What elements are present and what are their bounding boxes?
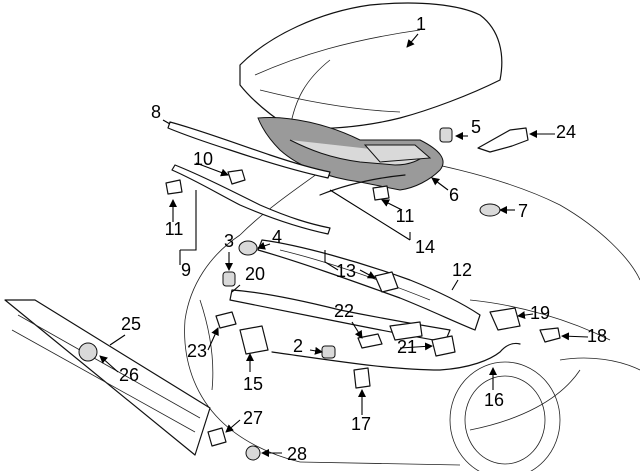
callout-19: 19 bbox=[530, 303, 550, 323]
callout-11a: 11 bbox=[165, 219, 184, 239]
callout-2: 2 bbox=[293, 336, 303, 356]
callout-26: 26 bbox=[119, 365, 139, 385]
callout-20: 20 bbox=[245, 264, 265, 284]
callout-5: 5 bbox=[471, 117, 481, 137]
callout-3: 3 bbox=[224, 231, 234, 251]
prop-rod-part bbox=[319, 174, 406, 196]
callout-25: 25 bbox=[121, 314, 141, 334]
callout-12: 12 bbox=[452, 260, 472, 280]
cowl-panel-part bbox=[257, 239, 481, 331]
callout-27: 27 bbox=[243, 408, 263, 428]
callout-18: 18 bbox=[587, 326, 607, 346]
callout-labels: 1 2 3 4 5 6 7 8 9 10 11 11 12 13 14 15 1… bbox=[119, 14, 607, 464]
callout-1: 1 bbox=[416, 14, 426, 34]
release-cable-part bbox=[271, 342, 521, 371]
callout-23: 23 bbox=[187, 341, 207, 361]
callout-4: 4 bbox=[272, 227, 282, 247]
callout-13: 13 bbox=[336, 261, 356, 281]
seal-strip-part bbox=[167, 121, 331, 179]
callout-15: 15 bbox=[243, 374, 263, 394]
hood-insulator-part bbox=[257, 116, 444, 191]
callout-17: 17 bbox=[351, 414, 371, 434]
hood-part bbox=[239, 2, 503, 130]
callout-28: 28 bbox=[287, 444, 307, 464]
callout-22: 22 bbox=[334, 301, 354, 321]
leader-lines bbox=[99, 33, 589, 457]
callout-24: 24 bbox=[556, 122, 576, 142]
callout-10: 10 bbox=[193, 149, 213, 169]
lower-seal-part bbox=[171, 164, 331, 235]
callout-8: 8 bbox=[151, 102, 161, 122]
callout-7: 7 bbox=[518, 201, 528, 221]
callout-9: 9 bbox=[181, 260, 191, 280]
fastener-parts bbox=[78, 127, 561, 461]
grille-part bbox=[4, 299, 211, 456]
callout-11b: 11 bbox=[396, 206, 415, 226]
callout-6: 6 bbox=[449, 185, 459, 205]
callout-21: 21 bbox=[397, 337, 417, 357]
callout-16: 16 bbox=[484, 390, 504, 410]
callout-14: 14 bbox=[415, 237, 435, 257]
